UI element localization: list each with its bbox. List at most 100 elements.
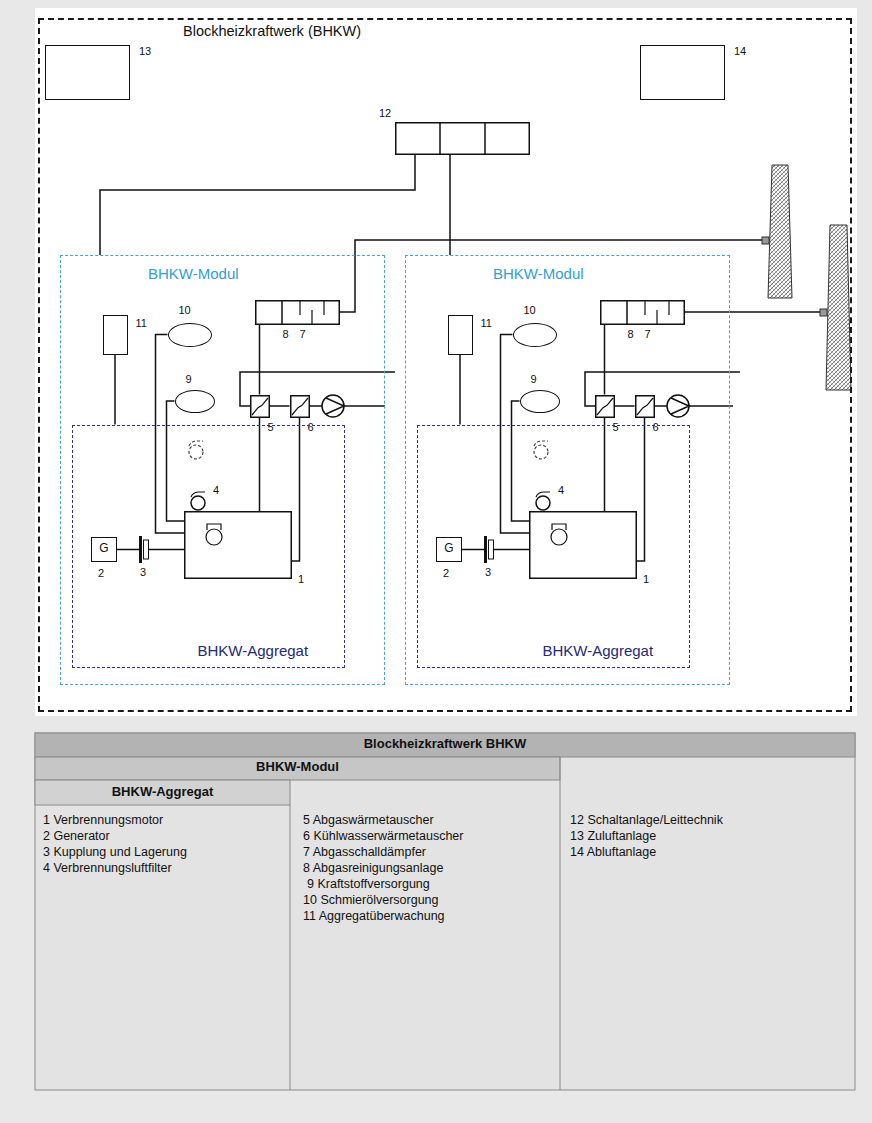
silencer-box: 87 [600,300,685,325]
symbol-stroke [439,122,441,155]
chimney [762,165,851,390]
symbol-stroke [191,492,205,497]
pipe-connector [604,325,606,395]
symbol-stroke [595,395,614,417]
table-cell: 10 Schmierölversorgung [303,893,439,907]
module-boundary: BHKW-Modul108711956BHKW-Aggregat4G231 [60,255,385,685]
pipe-connector [512,401,530,521]
pipe-connector [501,335,530,534]
symbol-stroke [536,492,550,497]
callout-number: 9 [186,373,192,386]
hx-symbol [250,395,270,418]
filter-symbol [187,491,209,511]
group-title: BHKW-Modul [493,265,584,282]
pipe-connector [259,325,261,395]
legend-table [35,780,290,805]
callout-number: 2 [443,567,449,580]
switchgear-box: 12 [395,122,530,155]
silencer-symbol [255,300,340,325]
symbol-stroke [323,300,324,315]
pipe-connector [156,335,185,534]
pump-symbol [326,398,344,414]
coupling-symbol [139,536,149,563]
table-cell: 4 Verbrennungsluftfilter [43,861,172,875]
symbol-stroke [299,300,300,315]
table-header: Blockheizkraftwerk BHKW [35,737,855,752]
engine-box: 1 [184,511,292,579]
heat-exchanger: 6 [635,395,655,418]
legend-table [35,733,855,757]
symbol-stroke [207,524,221,530]
table-cell: 9 Kraftstoffversorgung [307,877,430,891]
exhaust-pipe [340,240,762,312]
pipe-connector [459,355,461,425]
fuel-tank: 9 [175,390,215,413]
symbol-stroke [139,536,142,563]
callout-number: 8 [283,328,289,341]
table-header: BHKW-Aggregat [35,785,290,800]
filter-symbol [532,491,554,511]
callout-number: 7 [645,328,651,341]
symbol-stroke [255,300,339,324]
pipe-connector [117,549,139,551]
heating-pipe [655,405,667,407]
pipe-connector [292,418,300,562]
legend-table [35,757,560,780]
legend-table [290,805,291,1090]
optional-air-filter [189,441,203,446]
heat-exchanger: 5 [250,395,270,418]
lube-oil-tank: 10 [168,323,212,347]
aggregate-boundary: BHKW-Aggregat4G231 [417,425,690,668]
symbol-stroke [530,512,637,579]
callout-number: 6 [653,421,659,434]
callout-number: 11 [481,317,492,330]
callout-number: 12 [379,107,391,120]
pipe-connector [604,418,606,512]
table-cell: 8 Abgasreinigungsanlage [303,861,443,875]
engine-symbol [529,511,637,579]
heating-pipe [689,405,733,407]
table-cell: 14 Abluftanlage [570,845,656,859]
symbol-stroke [644,300,645,315]
generator-box: G2 [91,537,117,562]
symbol-stroke [185,512,292,579]
group-title: BHKW-Modul [148,265,239,282]
symbol-stroke [656,310,657,325]
pipe-connector [615,405,635,407]
hx-symbol [595,395,615,418]
monitor-box: 11 [103,315,128,355]
pipe-connector [149,549,184,551]
symbol-stroke [626,300,628,325]
symbol-stroke [637,398,653,415]
optional-air-filter [534,445,548,459]
callout-number: 10 [179,304,191,317]
callout-number: 1 [643,573,649,586]
exhaust-pipe [340,240,820,312]
table-cell: 5 Abgaswärmetauscher [303,813,434,827]
table-header: BHKW-Modul [35,760,560,775]
callout-number: 10 [524,304,536,317]
symbol-stroke [281,300,283,325]
symbol-stroke [144,540,149,559]
legend-table [35,733,855,1090]
callout-number: 2 [98,567,104,580]
heating-pipe [240,372,740,406]
callout-number: 3 [485,566,491,579]
symbol-stroke [250,395,269,417]
group-title: Blockheizkraftwerk (BHKW) [183,23,361,40]
generator-letter: G [92,542,116,556]
air-filter: 4 [187,491,209,511]
callout-number: 14 [734,45,746,58]
pipe-connector [462,549,484,551]
symbol-stroke [635,395,654,417]
callout-number: 9 [531,373,537,386]
callout-number: 11 [136,317,147,330]
table-cell: 12 Schaltanlage/Leittechnik [570,813,723,827]
callout-number: 6 [308,421,314,434]
table-cell: 7 Abgasschalldämpfer [303,845,426,859]
symbol-stroke [552,524,566,530]
fuel-tank: 9 [520,390,560,413]
callout-number: 1 [298,573,304,586]
hx-symbol [635,395,655,418]
